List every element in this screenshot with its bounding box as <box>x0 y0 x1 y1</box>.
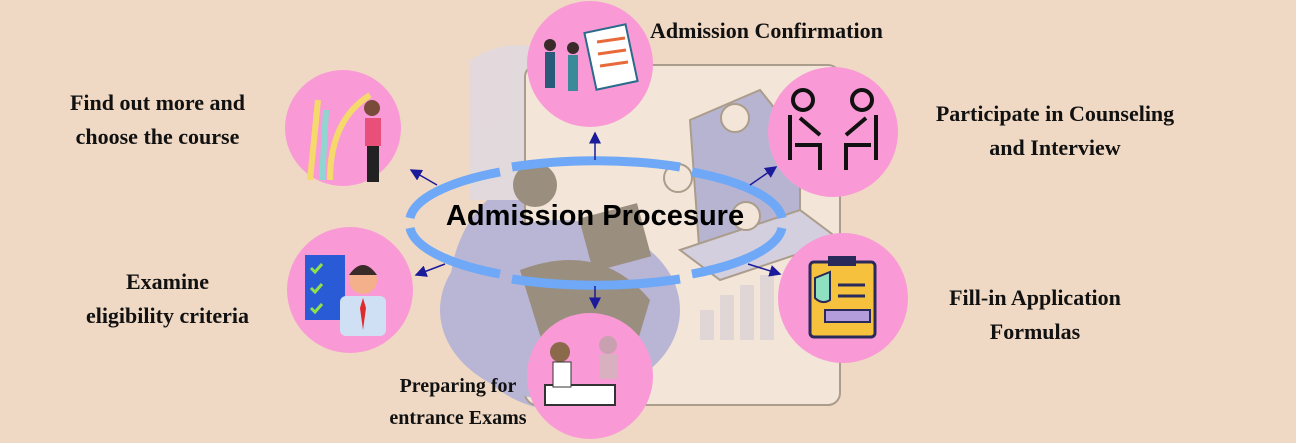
step-label-eligibility: Examine eligibility criteria <box>50 265 285 333</box>
step-label-application: Fill-in Application Formulas <box>920 281 1150 349</box>
diagram-title: Admission Procesure <box>445 200 745 232</box>
step-label-confirmation: Admission Confirmation <box>650 14 930 48</box>
step-label-exams: Preparing for entrance Exams <box>368 370 548 434</box>
step-label-line: Preparing for <box>399 375 517 397</box>
step-label-line: choose the course <box>75 124 240 149</box>
step-label-line: Participate in Counseling <box>935 101 1175 126</box>
step-label-line: and Interview <box>989 135 1121 160</box>
application-form-icon <box>808 256 877 339</box>
step-label-counseling: Participate in Counseling and Interview <box>905 97 1205 165</box>
handshake-checklist-icon <box>544 23 639 91</box>
step-label-line: eligibility criteria <box>85 303 250 328</box>
step-label-line: Examine <box>125 269 210 294</box>
interview-icon <box>788 88 878 170</box>
exam-students-icon <box>544 336 618 406</box>
cycle-ring <box>405 156 787 290</box>
step-label-line: entrance Exams <box>389 407 527 429</box>
course-choice-icon <box>307 92 381 182</box>
step-label-line: Find out more and <box>69 90 245 115</box>
connector-arrows <box>409 131 782 310</box>
step-circle-counseling <box>768 67 898 197</box>
step-label-course: Find out more and choose the course <box>30 86 285 154</box>
step-label-line: Fill-in Application <box>949 285 1121 310</box>
step-label-line: Admission Confirmation <box>650 18 883 43</box>
eligibility-checklist-icon <box>305 255 386 336</box>
step-label-line: Formulas <box>989 319 1081 344</box>
